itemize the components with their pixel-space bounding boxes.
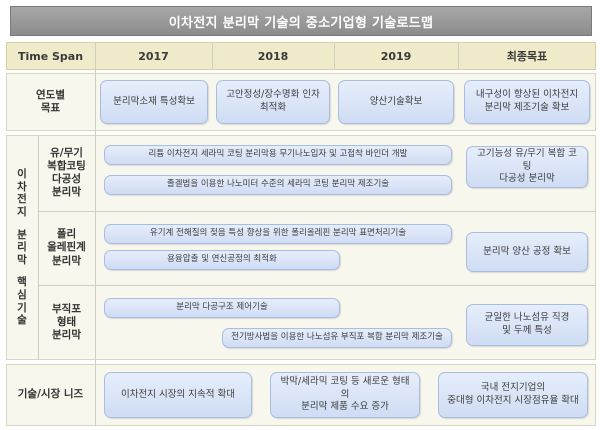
header-year-2017: 2017	[138, 49, 169, 63]
final-goal-nonwoven-separator: 균일한 나노섬유 직경 및 두께 특성	[466, 304, 588, 346]
final-goal-polyolefin-separator: 분리막 양산 공정 확보	[466, 232, 588, 272]
header-final-goal: 최종목표	[506, 50, 548, 63]
column-divider	[95, 42, 96, 426]
vertical-char: 차	[17, 180, 27, 193]
needs-row-label: 기술/시장 니즈	[17, 388, 84, 401]
goal-final: 내구성이 향상된 이차전지 분리막 제조기술 확보	[464, 80, 590, 124]
goal-2018: 고안정성/장수명화 인자 최적화	[216, 80, 330, 124]
column-divider	[334, 42, 335, 70]
tech-bar: 졸겔법을 이용한 나노미터 수준의 세라믹 코팅 분리막 제조기술	[104, 175, 452, 195]
goal-2019: 양산기술확보	[338, 80, 454, 124]
column-divider	[38, 135, 39, 360]
section-label-polyolefin-separator: 폴리 올레핀계 분리막	[47, 228, 86, 267]
section-label-nonwoven-separator: 부직포 형태 분리막	[52, 302, 81, 342]
tech-bar: 용융압출 및 연신공정의 최적화	[104, 250, 340, 270]
row-divider	[38, 285, 596, 286]
header-year-2019: 2019	[380, 49, 412, 63]
core-tech-vertical-label: 이 차 전 지 분 리 막 핵 심 기 술	[6, 135, 38, 360]
header-band	[6, 42, 596, 70]
roadmap-title: 이차전지 분리막 기술의 중소기업형 기술로드맵	[10, 6, 592, 36]
vertical-char: 리	[17, 241, 27, 254]
tech-bar: 리튬 이차전지 세라믹 코팅 분리막용 무기나노입자 및 고접착 바인더 개발	[104, 145, 452, 165]
vertical-char: 막	[17, 253, 27, 266]
need-market-growth: 이차전지 시장의 지속적 확대	[104, 372, 252, 418]
tech-bar: 분리막 다공구조 제어기술	[104, 298, 340, 318]
vertical-char: 술	[17, 314, 27, 327]
tech-bar: 유기계 전해질의 젖음 특성 향상을 위한 폴리올레핀 분리막 표면처리기술	[104, 224, 452, 244]
final-goal-coated-separator: 고기능성 유/무기 복합 코팅 다공성 분리막	[466, 146, 588, 188]
tech-bar: 전기방사법을 이용한 나노섬유 부직포 복합 분리막 제조기술	[222, 328, 452, 348]
row-divider	[38, 211, 596, 212]
goal-2017: 분리막소재 특성확보	[100, 80, 208, 124]
column-divider	[458, 42, 459, 70]
need-new-product-demand: 박막/세라믹 코팅 등 새로운 형태의 분리막 제품 수요 증가	[270, 372, 420, 418]
section-label-coated-separator: 유/무기 복합코팅 다공성 분리막	[47, 146, 86, 199]
header-year-2018: 2018	[257, 49, 289, 63]
need-market-share: 국내 전지기업의 중대형 이차전지 시장점유율 확대	[438, 372, 588, 418]
vertical-char: 지	[17, 206, 27, 219]
vertical-char: 핵	[17, 276, 27, 289]
column-divider	[212, 42, 213, 70]
vertical-char: 이	[17, 168, 27, 181]
vertical-char: 기	[17, 301, 27, 314]
vertical-char: 분	[17, 228, 27, 241]
vertical-char: 전	[17, 193, 27, 206]
goals-row-label: 연도별 목표	[36, 88, 65, 114]
header-time-span: Time Span	[17, 49, 84, 63]
vertical-char: 심	[17, 288, 27, 301]
